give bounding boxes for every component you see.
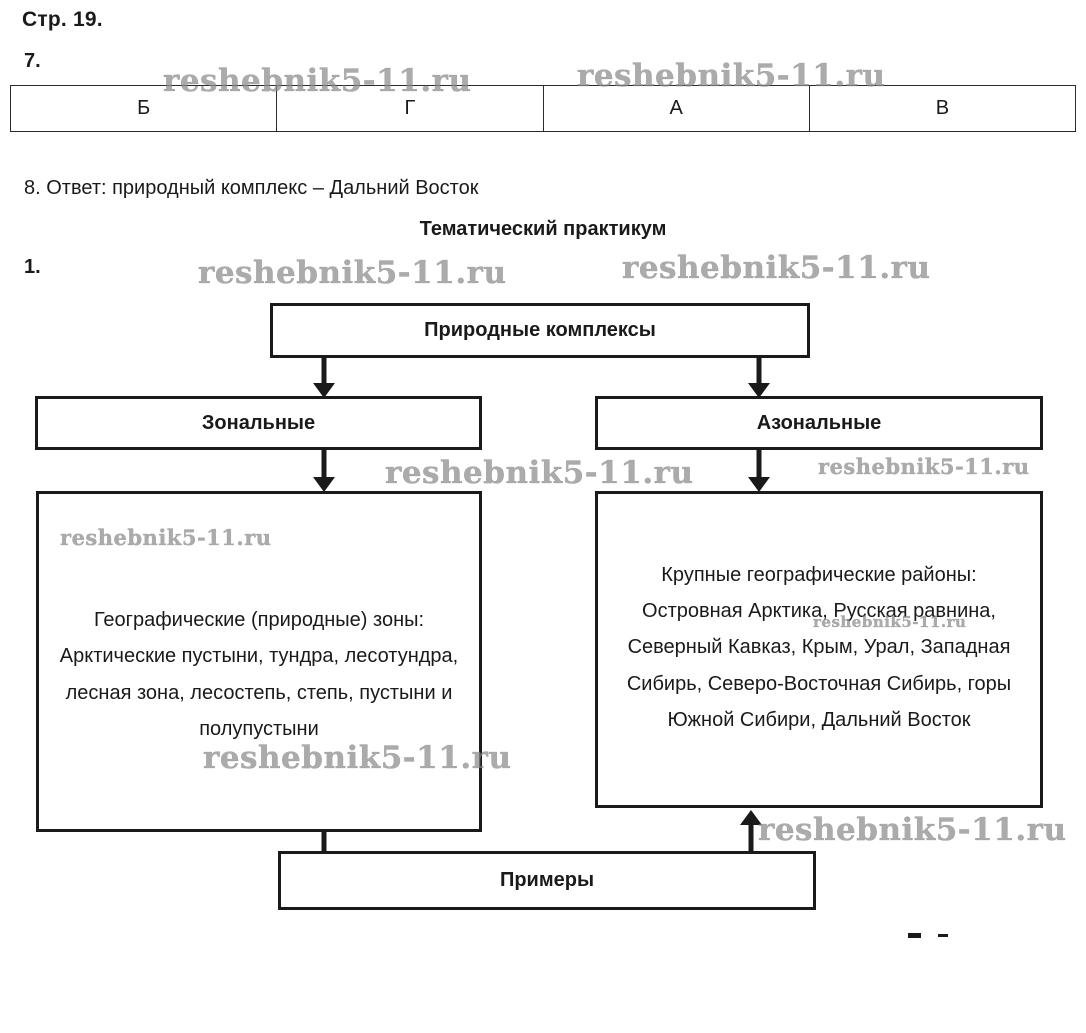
table-cell-2: Г	[276, 85, 544, 132]
diagram-box-azonal-label: Азональные	[756, 411, 882, 434]
task-1-number: 1.	[24, 256, 41, 278]
diagram-box-geographic-regions: Крупные географические районы: Островная…	[595, 491, 1043, 808]
arrow-up-icon-examples-to-regions	[740, 810, 762, 853]
page-number-label: Стр. 19.	[22, 8, 103, 31]
diagram-box-zonal: Зональные	[35, 396, 482, 450]
diagram-box-natural-zones-label: Географические (природные) зоны: Арктиче…	[59, 608, 459, 740]
scan-artifact-mark	[908, 933, 921, 938]
table-row: Б Г А В	[9, 85, 1077, 132]
task-7-answer-table: Б Г А В	[9, 85, 1077, 132]
diagram-box-geographic-regions-label: Крупные географические районы: Островная…	[626, 563, 1012, 732]
task-8-answer: 8. Ответ: природный комплекс – Дальний В…	[24, 177, 479, 199]
diagram-box-zonal-label: Зональные	[201, 411, 316, 434]
scan-artifact-mark	[938, 934, 948, 937]
watermark: reshebnik5-11.ru	[818, 454, 1030, 479]
watermark: reshebnik5-11.ru	[198, 255, 507, 291]
table-cell-1: Б	[9, 85, 278, 132]
arrow-down-icon-azonal-to-regions	[748, 450, 770, 492]
diagram-box-natural-zones: Географические (природные) зоны: Арктиче…	[36, 491, 482, 832]
section-title: Тематический практикум	[419, 218, 667, 240]
arrow-down-icon-root-to-azonal	[748, 358, 770, 398]
watermark: reshebnik5-11.ru	[385, 455, 694, 491]
diagram-box-root: Природные комплексы	[270, 303, 810, 358]
table-cell-3: А	[542, 85, 810, 132]
diagram-box-examples-label: Примеры	[499, 869, 595, 891]
watermark: reshebnik5-11.ru	[758, 812, 1067, 848]
diagram-box-azonal: Азональные	[595, 396, 1043, 450]
arrow-down-icon-root-to-zonal	[313, 358, 335, 398]
task-7-number: 7.	[24, 50, 41, 72]
table-cell-4: В	[808, 85, 1077, 132]
watermark: reshebnik5-11.ru	[622, 250, 931, 286]
arrow-down-icon-zonal-to-zones	[313, 450, 335, 492]
diagram-box-root-label: Природные комплексы	[424, 319, 656, 341]
diagram-box-examples: Примеры	[278, 851, 816, 910]
